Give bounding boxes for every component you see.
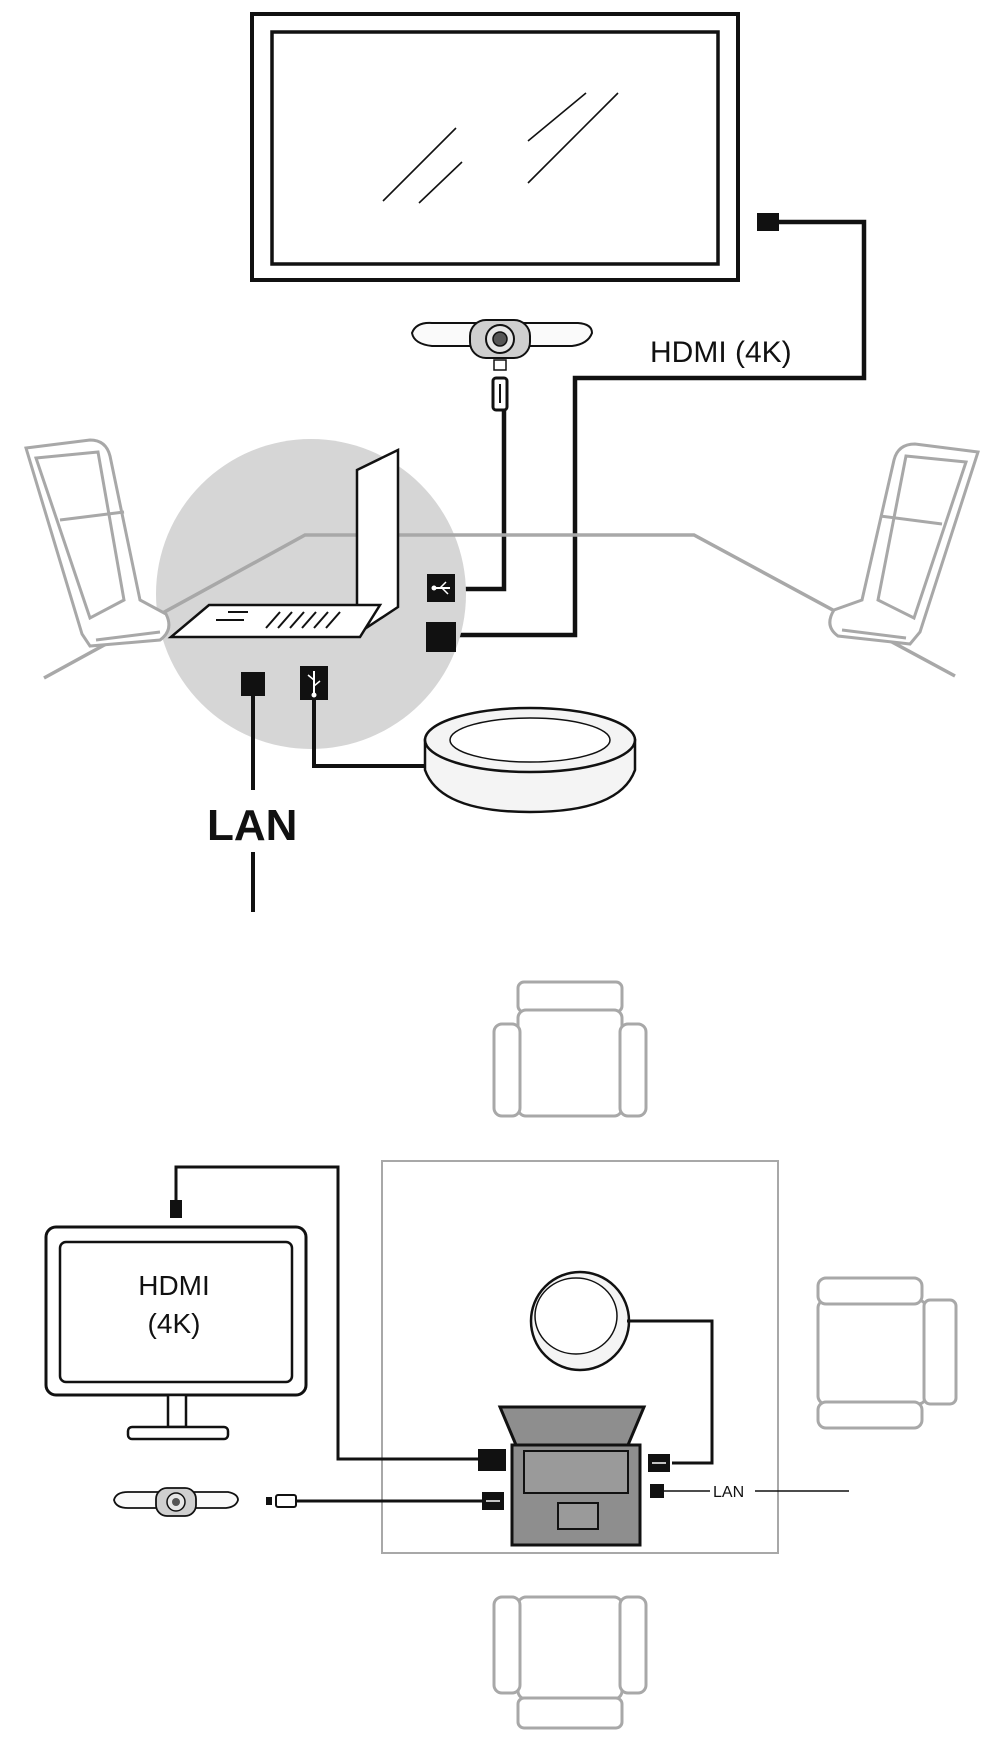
camera-usb-cable-bottom [266,1492,504,1510]
monitor-icon [44,1225,308,1441]
lan-label-bottom: LAN [713,1484,744,1501]
conference-table [43,533,956,680]
hdmi-port-icon [478,1449,506,1471]
hdmi-label-top: HDMI (4K) [650,336,792,369]
hdmi-plug-icon [170,1200,182,1218]
camera-bar-icon-bottom [113,1487,239,1517]
camera-bar-icon [410,319,594,371]
hdmi-label-line1: HDMI [138,1270,210,1301]
laptop-icon-top [167,447,400,639]
speakerphone-icon-bottom [529,1270,631,1372]
hdmi-cable-bottom [170,1165,506,1471]
usb-icon [648,1454,670,1472]
lan-port-icon [241,672,265,696]
chair-icon-top-right [828,442,980,646]
wall-display-icon [250,12,740,282]
speakerphone-icon [423,706,637,814]
camera-usb-cable-top [456,376,509,592]
usb-icon [427,574,455,602]
laptop-highlight-circle [156,439,466,749]
top-figure: HDMI (4K) [24,12,980,912]
chair-icon-top-left [24,438,171,648]
chair-icon-bottom [492,1595,648,1730]
bottom-figure: HDMI (4K) [44,980,958,1730]
hdmi-port-icon [426,622,456,652]
lan-label-top: LAN [207,801,297,850]
laptop-icon-bottom [497,1405,647,1547]
lan-cable-top: LAN [207,696,297,912]
hdmi-cable-top: HDMI (4K) [456,213,867,638]
hdmi-plug-icon [757,213,779,231]
speaker-usb-cable-top [312,700,425,768]
lan-port-icon [650,1484,664,1498]
chair-icon-right [816,1276,958,1430]
usb-icon [300,666,328,700]
speaker-usb-cable-bottom [627,1319,714,1465]
hdmi-label-line2: (4K) [148,1308,201,1339]
chair-icon-top [492,980,648,1118]
